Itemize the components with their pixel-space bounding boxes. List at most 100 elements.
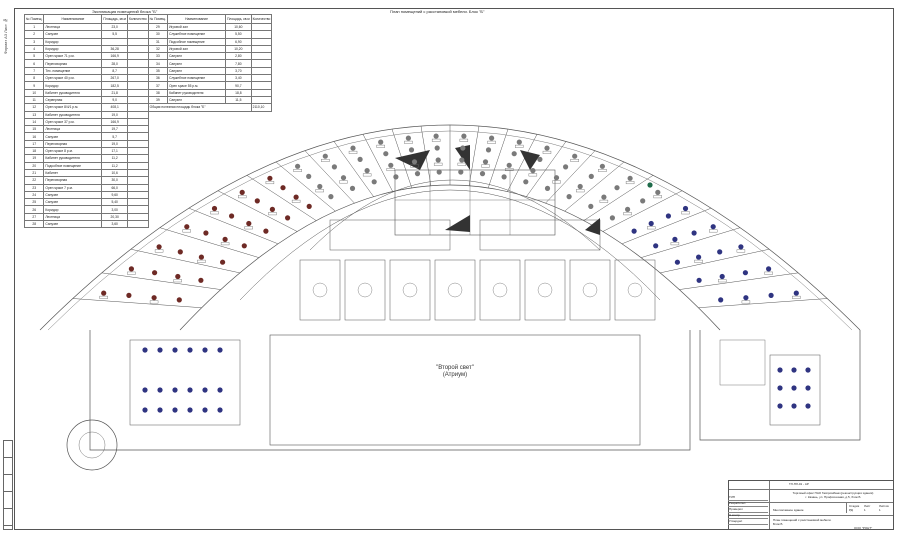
legend-title: Экспликация помещений блока "Б"	[92, 9, 158, 14]
seat-blue	[805, 403, 811, 409]
seat-gray	[331, 164, 337, 170]
seat-gray	[482, 159, 489, 165]
seat-red	[176, 297, 182, 303]
seat-gray	[461, 133, 467, 139]
lower-outline-right	[699, 330, 861, 441]
meeting-room	[389, 259, 431, 321]
desk	[552, 180, 561, 184]
desk	[718, 279, 727, 283]
seat-gray	[433, 133, 439, 139]
seat-blue	[738, 244, 744, 250]
seat-gray	[371, 179, 377, 185]
plan-title: План помещений с расстановкой мебели. Бл…	[390, 9, 485, 14]
seat-gray	[655, 189, 661, 195]
legend-total-label: Общая полезная площадь блока "Б"	[147, 103, 252, 112]
seat-blue	[777, 385, 783, 391]
seat-gray	[364, 168, 370, 174]
inner-corridor-arc-3	[309, 179, 601, 251]
seat-gray	[460, 145, 466, 151]
desk	[598, 169, 607, 172]
seat-blue	[777, 367, 783, 373]
title-block-org: ООО "РОНТ"	[854, 526, 873, 530]
desk	[681, 211, 690, 215]
seat-gray	[523, 179, 529, 185]
seat-blue	[142, 347, 148, 353]
seat-gray	[537, 156, 543, 162]
desk	[433, 162, 443, 166]
radial-partition	[130, 248, 240, 274]
seat-gray	[411, 159, 418, 165]
seat-gray	[572, 153, 578, 159]
seat-blue	[187, 387, 193, 393]
desk	[504, 168, 514, 172]
seat-gray	[414, 171, 421, 177]
stage-label: Стадия	[849, 504, 860, 508]
desk	[481, 164, 490, 168]
legend-cell: Подсобное помещение	[167, 37, 227, 46]
seat-gray	[516, 139, 522, 145]
radial-partition	[507, 134, 538, 192]
desk	[487, 140, 496, 144]
round-table	[447, 282, 463, 298]
desk	[339, 180, 348, 184]
seat-red	[184, 224, 190, 230]
seat-red	[211, 205, 218, 212]
radial-partition	[275, 161, 336, 212]
meeting-room	[434, 259, 476, 321]
radial-partition	[101, 272, 221, 290]
seat-gray	[436, 169, 442, 175]
atrium-area	[269, 334, 641, 446]
seat-red	[241, 243, 247, 249]
desk	[348, 150, 358, 154]
desk	[515, 144, 524, 148]
seat-gray	[434, 145, 440, 151]
sheets-label: Листов	[879, 504, 889, 508]
desk	[736, 249, 746, 253]
seat-red	[285, 215, 291, 221]
radial-partition	[660, 248, 770, 274]
legend-cell: Коридор	[43, 44, 103, 54]
seat-blue	[672, 236, 678, 242]
seat-gray	[627, 175, 633, 181]
round-table	[627, 282, 643, 298]
seat-blue	[791, 385, 797, 391]
dark-wedge-4	[445, 215, 470, 232]
desk	[670, 242, 680, 246]
meeting-room	[569, 259, 611, 321]
seat-gray	[501, 174, 507, 180]
meeting-room	[479, 259, 521, 321]
title-block-stage: Стадия РД	[849, 504, 859, 512]
seat-gray	[378, 139, 384, 145]
left-office-block	[129, 339, 241, 426]
desk	[154, 249, 164, 253]
seat-blue	[696, 254, 702, 260]
seat-gray	[388, 162, 394, 168]
radial-partition	[564, 161, 625, 212]
seat-red	[156, 244, 162, 250]
seat-blue	[157, 387, 163, 393]
sheet-value: 1	[864, 508, 866, 512]
desk	[404, 140, 413, 144]
title-block-sheet-name: План помещений с расстановкой мебели. Бл…	[773, 518, 843, 526]
seat-gray	[614, 185, 620, 191]
sheets-value: 1	[879, 508, 881, 512]
legend-cell: 31	[147, 37, 169, 46]
seat-blue	[791, 367, 797, 373]
seat-red	[175, 273, 181, 280]
desk	[315, 189, 324, 193]
seat-gray	[506, 162, 512, 168]
seat-red	[152, 270, 158, 276]
desk	[293, 169, 302, 172]
seat-gray	[640, 198, 646, 204]
desk	[386, 168, 396, 172]
desk	[653, 195, 662, 199]
desk	[321, 158, 330, 162]
legend-cell: Санузел	[167, 52, 227, 61]
seat-gray	[601, 194, 607, 200]
desk	[291, 199, 301, 203]
desk	[210, 211, 219, 215]
